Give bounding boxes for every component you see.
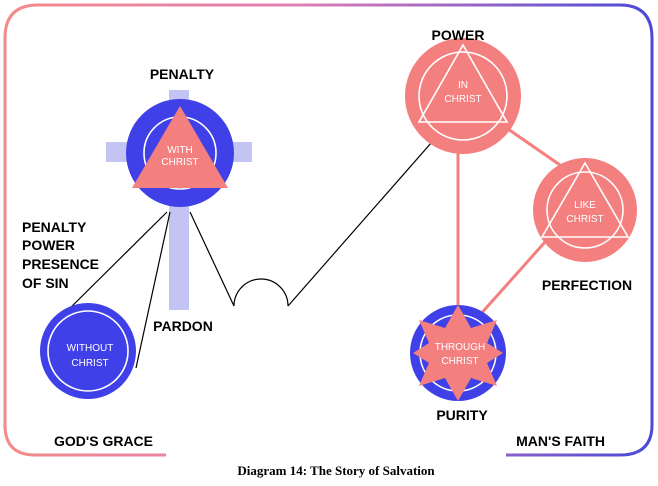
- node-without-christ: WITHOUT CHRIST: [40, 303, 136, 399]
- in-christ-line1: IN: [458, 80, 468, 91]
- star-shape: [413, 305, 503, 401]
- node-through-christ: THROUGH CHRIST: [410, 305, 506, 401]
- with-christ-line1: WITH: [167, 145, 193, 156]
- through-christ-line2: CHRIST: [441, 356, 478, 367]
- without-christ-line2: CHRIST: [71, 358, 108, 369]
- hump-arc: [233, 278, 289, 307]
- label-power: POWER: [432, 27, 485, 43]
- node-like-christ: LIKE CHRIST: [533, 158, 637, 262]
- sin-list-power: POWER: [22, 237, 75, 253]
- in-christ-line2: CHRIST: [444, 94, 481, 105]
- like-christ-line2: CHRIST: [566, 214, 603, 225]
- label-purity: PURITY: [436, 407, 488, 423]
- label-gods-grace: GOD'S GRACE: [54, 433, 153, 449]
- diagram-caption: Diagram 14: The Story of Salvation: [237, 463, 435, 478]
- without-christ-line1: WITHOUT: [67, 343, 114, 354]
- frame-left: [3, 3, 654, 457]
- connector-lines: [59, 117, 454, 369]
- node-with-christ: WITH CHRIST: [126, 99, 234, 207]
- label-penalty: PENALTY: [150, 66, 215, 82]
- sin-list-of-sin: OF SIN: [22, 275, 69, 291]
- sin-list-penalty: PENALTY: [22, 219, 87, 235]
- sin-list-presence: PRESENCE: [22, 256, 99, 272]
- label-perfection: PERFECTION: [542, 277, 632, 293]
- like-christ-line1: LIKE: [574, 200, 596, 211]
- with-christ-line2: CHRIST: [161, 157, 198, 168]
- label-mans-faith: MAN'S FAITH: [516, 433, 605, 449]
- node-in-christ: IN CHRIST: [405, 38, 521, 154]
- through-christ-line1: THROUGH: [435, 342, 486, 353]
- label-pardon: PARDON: [153, 318, 213, 334]
